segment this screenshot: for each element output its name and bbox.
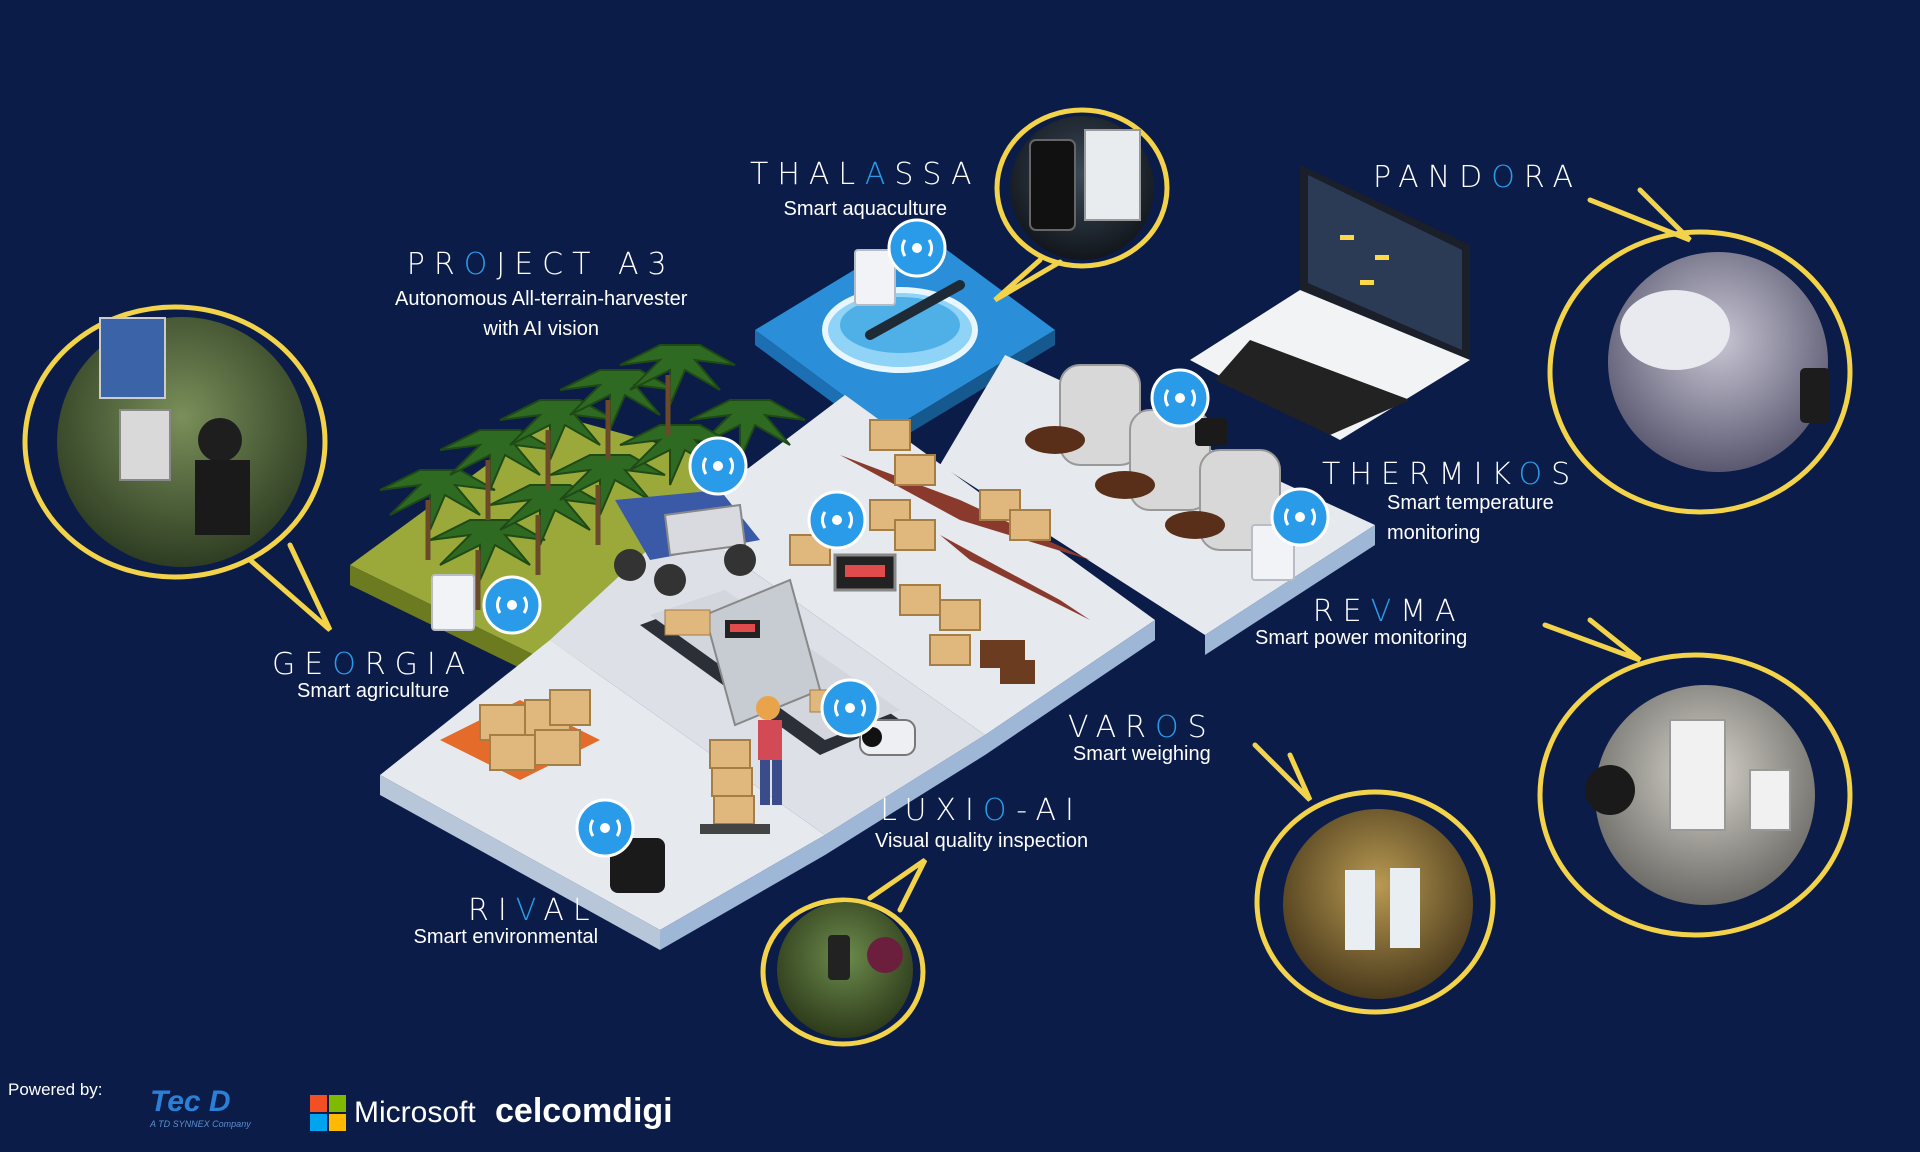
thalassa-photo-bubble [993,107,1170,303]
revma-label: REVMA Smart power monitoring [1255,597,1467,653]
photo-bubbles [22,107,1853,1047]
luxio-label: LUXIO-AI Visual quality inspection [875,796,1088,856]
rival-subtitle: Smart environmental [413,926,599,948]
pallet-stacks [440,689,665,893]
celcomdigi-logo: celcomdigi [495,1092,673,1130]
georgia-title: GEORGIA [272,647,475,682]
luxio-photo-bubble [760,857,928,1047]
georgia-subtitle: Smart agriculture [297,680,450,702]
revma-subtitle: Smart power monitoring [1255,627,1468,649]
microsoft-logo-text: Microsoft [354,1096,476,1129]
tecd-logo-text: Tec D [150,1085,231,1118]
georgia-photo-bubble [22,304,333,632]
powered-by-text: Powered by: [8,1080,103,1099]
varos-photo-bubble [1252,742,1496,1015]
coffee-roasters [1025,364,1281,551]
gateway-devices [431,249,1295,631]
project-a3-subtitle-2: with AI vision [483,318,599,340]
warehouse-tile [680,395,1155,735]
project-a3-subtitle-1: Autonomous All-terrain-harvester [395,288,688,310]
pandora-photo-bubble [1547,187,1853,515]
microsoft-grid-icon [310,1095,346,1131]
thermikos-subtitle-2: monitoring [1387,522,1481,544]
project-a3-title: PROJECT A3 [406,247,676,282]
wifi-badges [482,218,1330,858]
laptop-dashboard [1190,165,1470,440]
varos-label: VAROS Smart weighing [1068,713,1216,769]
worker-with-boxes [700,696,782,834]
georgia-label: GEORGIA Smart agriculture [272,650,474,706]
warehouse-shelves [789,419,1090,684]
pandora-title: PANDORA [1373,160,1583,195]
thalassa-subtitle: Smart aquaculture [783,198,947,220]
tecd-logo: Tec D A TD SYNNEX Company [150,1085,280,1145]
thalassa-label: THALASSA Smart aquaculture [750,160,981,224]
thermikos-label: THERMIKOS Smart temperature monitoring [1322,460,1579,548]
revma-photo-bubble [1537,617,1853,938]
rival-label: RIVAL Smart environmental [413,896,599,952]
harvester-robot [614,490,760,596]
luxio-subtitle: Visual quality inspection [875,830,1089,852]
varos-subtitle: Smart weighing [1072,743,1211,765]
microsoft-logo: Microsoft [310,1095,476,1131]
rival-title: RIVAL [468,893,599,928]
palm-trees [379,344,806,610]
tecd-logo-subtext: A TD SYNNEX Company [150,1119,251,1129]
varos-title: VAROS [1068,710,1216,745]
project-a3-label: PROJECT A3 Autonomous All-terrain-harves… [395,250,687,344]
luxio-title: LUXIO-AI [880,793,1083,828]
thermikos-title: THERMIKOS [1322,457,1580,492]
revma-title: REVMA [1312,594,1465,629]
thermikos-subtitle-1: Smart temperature [1387,492,1554,514]
thalassa-title: THALASSA [750,157,981,192]
pandora-label: PANDORA [1373,163,1582,193]
